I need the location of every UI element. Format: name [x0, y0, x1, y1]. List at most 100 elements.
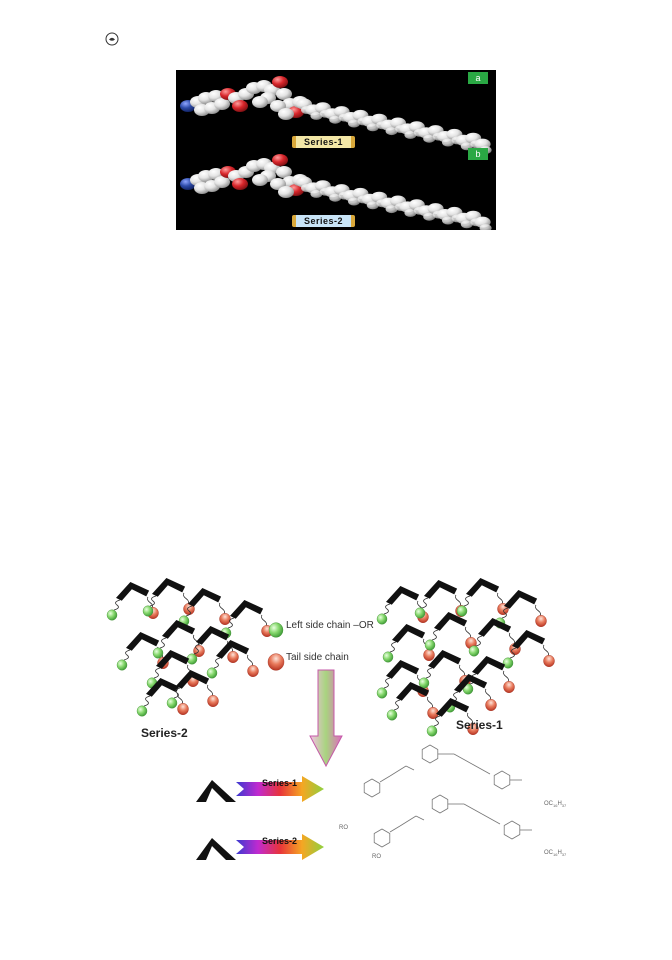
green-sphere	[116, 659, 128, 671]
chevron	[454, 674, 488, 693]
green-sphere	[502, 657, 514, 669]
tail-hydrogen	[310, 111, 323, 120]
bond	[463, 803, 483, 815]
flexible-chain	[218, 602, 226, 615]
tail-hydrogen	[348, 197, 360, 206]
flexible-chain	[146, 596, 154, 609]
bond	[453, 753, 473, 765]
flexible-chain	[534, 604, 542, 617]
green-sphere	[268, 622, 284, 638]
benzene-ring	[493, 770, 511, 790]
flexible-chain	[123, 649, 131, 661]
green-sphere	[426, 725, 438, 737]
core-chevron	[386, 660, 420, 679]
struct-2-tail: OC16H37	[544, 850, 567, 858]
core-chevron	[188, 588, 222, 607]
struct-2-ro: RO	[372, 854, 381, 860]
flexible-chain	[542, 644, 550, 657]
core-chevron	[162, 620, 196, 639]
core-chevron	[386, 586, 420, 605]
tail-hydrogen	[442, 138, 454, 147]
molecular-models-graphic	[180, 76, 492, 230]
bond	[389, 765, 407, 777]
bottom-schemes	[196, 776, 324, 860]
series-1-cluster	[376, 578, 555, 737]
core-chevron	[146, 678, 180, 697]
chemical-structures	[363, 744, 532, 848]
core-chevron	[392, 624, 426, 643]
green-sphere	[382, 651, 394, 663]
flexible-chain	[383, 603, 391, 615]
flexible-chain	[159, 637, 167, 649]
carbon-atom	[278, 186, 294, 198]
flexible-chain	[466, 712, 474, 725]
red-sphere	[227, 651, 239, 663]
core-chevron	[152, 578, 186, 597]
bond	[389, 825, 401, 833]
molecule-unit-right	[456, 578, 509, 617]
chevron	[126, 632, 160, 651]
tail-hydrogen	[442, 216, 454, 225]
core-chevron	[424, 580, 458, 599]
red-sphere	[207, 695, 219, 707]
flexible-chain	[425, 667, 433, 679]
chevron	[392, 624, 426, 643]
red-sphere	[503, 681, 515, 693]
chevron	[176, 670, 210, 689]
tail-hydrogen	[404, 208, 417, 217]
tail-hydrogen	[366, 201, 379, 210]
flexible-chain	[246, 654, 254, 667]
tail-hydrogen	[329, 193, 342, 202]
chevron	[504, 590, 538, 609]
molecular-models-panel: a b Series-1 Series-2	[176, 70, 496, 230]
flexible-chain	[433, 715, 441, 727]
benzene-ring	[503, 820, 521, 840]
core-chevron	[428, 650, 462, 669]
molecule-unit-right	[502, 630, 555, 669]
chevron	[472, 656, 506, 675]
chevron	[512, 630, 546, 649]
flexible-chain	[206, 684, 214, 697]
rainbow-arrow	[236, 776, 324, 802]
carbon-atom	[276, 88, 292, 100]
legend-graphics	[267, 622, 285, 671]
carbon-atom	[214, 176, 230, 188]
core-chevron	[176, 670, 210, 689]
flexible-chain	[502, 670, 510, 683]
molecule-unit-left	[206, 640, 259, 679]
bond	[471, 763, 491, 775]
core-chevron	[230, 600, 264, 619]
carbon-atom	[252, 174, 268, 186]
bond	[405, 765, 415, 771]
tail-hydrogen	[460, 220, 473, 229]
flexible-chain	[383, 677, 391, 689]
carbon-atom	[278, 108, 294, 120]
row-chevron	[196, 780, 236, 802]
chevron	[162, 620, 196, 639]
green-sphere	[376, 613, 388, 625]
red-sphere	[467, 723, 479, 735]
flexible-chain	[113, 599, 121, 611]
oxygen-atom	[272, 76, 288, 88]
benzene-ring	[421, 744, 439, 764]
green-sphere	[166, 697, 178, 709]
molecule-unit-left	[136, 678, 189, 717]
flexible-chain	[426, 696, 434, 709]
panel-letter-a: a	[468, 72, 488, 84]
green-sphere	[206, 667, 218, 679]
flexible-chain	[508, 632, 516, 645]
tail-hydrogen	[404, 130, 417, 139]
flexible-chain	[173, 687, 181, 699]
molecule-unit-right	[382, 624, 435, 663]
flexible-chain	[185, 605, 193, 617]
chevron	[396, 682, 430, 701]
series-1-model	[180, 76, 492, 155]
row-series-2	[196, 834, 324, 860]
carbon-atom	[252, 96, 268, 108]
down-arrow	[309, 669, 343, 768]
panel-letter-b: b	[468, 148, 488, 160]
bond	[415, 815, 425, 821]
tail-hydrogen	[423, 134, 436, 143]
core-chevron	[512, 630, 546, 649]
oxygen-atom	[232, 100, 248, 112]
